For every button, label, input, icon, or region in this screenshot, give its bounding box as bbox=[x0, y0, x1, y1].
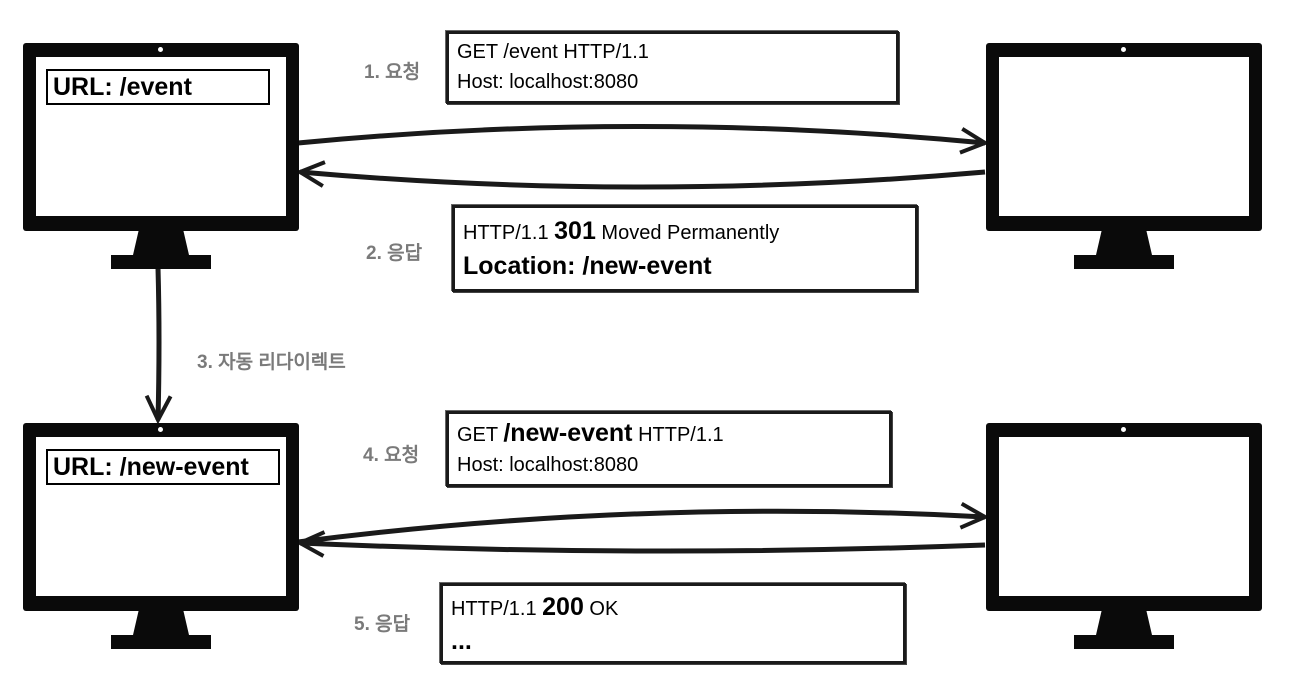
server-monitor-bottom bbox=[986, 423, 1262, 651]
host-header: Host: localhost:8080 bbox=[457, 454, 639, 476]
monitor-stand bbox=[111, 609, 211, 649]
response-arrow-2 bbox=[300, 172, 986, 190]
monitor-screen bbox=[999, 57, 1249, 216]
location-header: Location: /new-event bbox=[463, 252, 712, 280]
request-message-1: GET /event HTTP/1.1 Host: localhost:8080 bbox=[446, 31, 899, 104]
host-header: Host: localhost:8080 bbox=[457, 71, 639, 93]
client-monitor-top: URL: /event bbox=[23, 43, 299, 271]
step2-label: 2. 응답 bbox=[366, 243, 423, 264]
response-arrow-5 bbox=[300, 543, 986, 551]
step5-label: 5. 응답 bbox=[354, 614, 411, 635]
monitor-stand bbox=[1074, 229, 1174, 269]
url-bar: URL: /new-event bbox=[46, 449, 280, 485]
monitor-screen bbox=[999, 437, 1249, 596]
status-line: HTTP/1.1 301 Moved Permanently bbox=[463, 217, 780, 245]
server-monitor-top bbox=[986, 43, 1262, 271]
monitor-stand bbox=[1074, 609, 1174, 649]
camera-dot bbox=[158, 427, 163, 432]
request-message-4: GET /new-event HTTP/1.1 Host: localhost:… bbox=[446, 411, 892, 487]
client-monitor-bottom: URL: /new-event bbox=[23, 423, 299, 651]
camera-dot bbox=[1121, 47, 1126, 52]
monitor-screen: URL: /event bbox=[36, 57, 286, 216]
request-arrow-1 bbox=[297, 124, 985, 144]
step1-label: 1. 요청 bbox=[364, 62, 421, 83]
redirect-arrow-3 bbox=[158, 267, 159, 420]
step3-label: 3. 자동 리다이렉트 bbox=[197, 352, 346, 373]
camera-dot bbox=[158, 47, 163, 52]
request-line: GET /new-event HTTP/1.1 bbox=[457, 419, 724, 447]
response-body-ellipsis: ... bbox=[451, 627, 472, 655]
request-line: GET /event HTTP/1.1 bbox=[457, 41, 649, 63]
monitor-screen: URL: /new-event bbox=[36, 437, 286, 596]
response-message-2: HTTP/1.1 301 Moved Permanently Location:… bbox=[452, 205, 918, 292]
status-line: HTTP/1.1 200 OK bbox=[451, 593, 619, 621]
step4-label: 4. 요청 bbox=[363, 445, 420, 466]
url-bar: URL: /event bbox=[46, 69, 270, 105]
request-arrow-4 bbox=[297, 511, 985, 545]
camera-dot bbox=[1121, 427, 1126, 432]
monitor-stand bbox=[111, 229, 211, 269]
response-message-5: HTTP/1.1 200 OK ... bbox=[440, 583, 906, 664]
